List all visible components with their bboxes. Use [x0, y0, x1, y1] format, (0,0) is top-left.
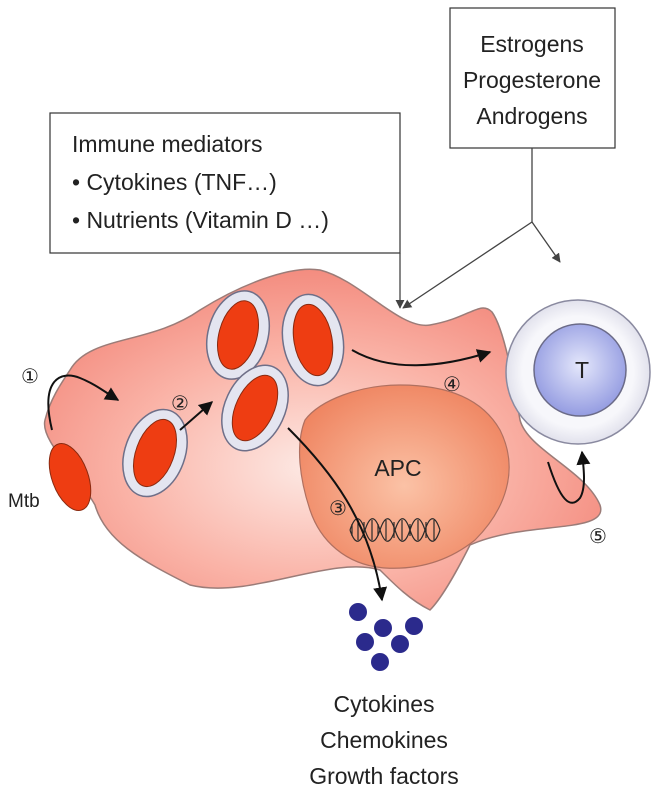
step1-arrow: [47, 374, 120, 431]
phagosome-3: [281, 293, 345, 387]
phagosome-1: [122, 408, 188, 498]
sex-hormones-box: [449, 7, 616, 149]
hormone-progesterone: Progesterone: [463, 67, 601, 93]
step4-arrow: [351, 349, 492, 367]
secreted-chemokines: Chemokines: [320, 727, 448, 753]
secreted-dot: [405, 617, 423, 635]
phagosome-2: [206, 290, 270, 380]
immune-mediators-title: Immune mediators: [72, 131, 262, 157]
secreted-growth-factors: Growth factors: [309, 763, 459, 789]
secreted-dot: [349, 603, 367, 621]
step2-arrow: [179, 401, 214, 431]
secreted-dot: [371, 653, 389, 671]
immune-mediators-box: [49, 112, 401, 254]
secreted-dot: [374, 619, 392, 637]
dna-helix-icon: [349, 518, 441, 542]
hormone-connector: [402, 148, 561, 309]
mtb-bacterium-extracellular: [48, 443, 92, 511]
step-1-number: ①: [21, 366, 39, 388]
hormone-androgens: Androgens: [476, 103, 587, 129]
step-4-number: ④: [443, 374, 461, 396]
t-cell-label: T: [575, 357, 589, 383]
hormone-estrogens: Estrogens: [480, 31, 584, 57]
secreted-cytokines: Cytokines: [334, 691, 435, 717]
t-cell-nucleus: [533, 323, 627, 417]
secreted-dot: [391, 635, 409, 653]
step5-arrow: [547, 450, 591, 504]
secreted-molecules: [349, 603, 423, 671]
immune-mediators-item-cytokines: • Cytokines (TNF…): [72, 169, 277, 195]
step-3-number: ③: [329, 498, 347, 520]
apc-label: APC: [374, 455, 421, 481]
step-2-number: ②: [171, 393, 189, 415]
mtb-label: Mtb: [8, 491, 40, 512]
step-5-number: ⑤: [589, 526, 607, 548]
nucleus: [298, 384, 510, 569]
phagosome-4: [221, 364, 289, 452]
immune-mediators-item-nutrients: • Nutrients (Vitamin D …): [72, 207, 329, 233]
secreted-dot: [356, 633, 374, 651]
step3-arrow: [287, 427, 388, 602]
